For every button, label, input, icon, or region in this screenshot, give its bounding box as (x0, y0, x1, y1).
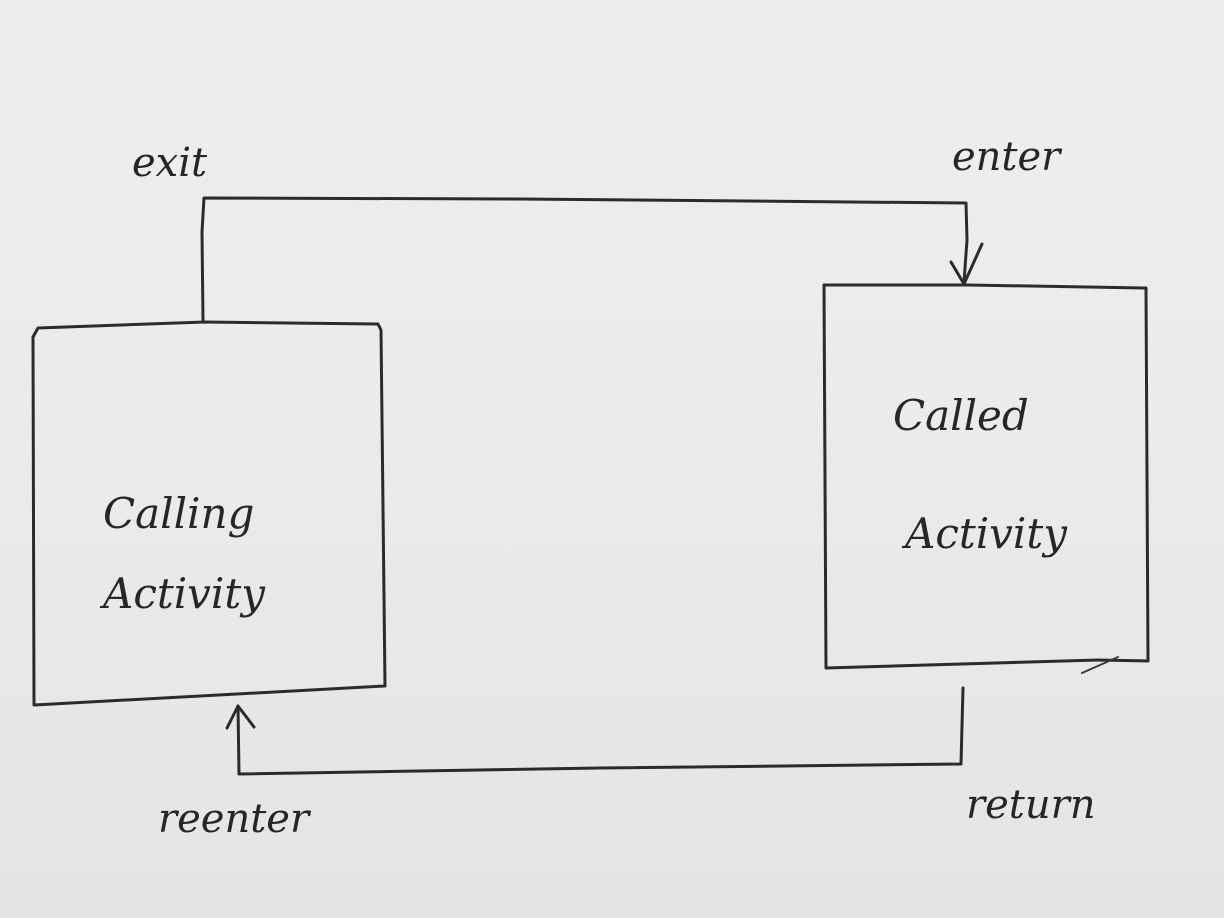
called-activity-node: Called Activity (822, 283, 1150, 674)
called-box-corner-flourish (1081, 656, 1119, 674)
edge-return-reenter: reenter return (158, 686, 1096, 842)
called-activity-label-line1: Called (893, 391, 1029, 440)
edge-exit-enter: exit enter (132, 134, 1063, 322)
calling-activity-label-line1: Calling (103, 489, 254, 538)
edge-exit-enter-arrowhead (949, 242, 984, 286)
exit-label: exit (132, 140, 208, 186)
called-activity-box (822, 283, 1150, 670)
enter-label: enter (952, 134, 1063, 180)
calling-activity-label-line2: Activity (99, 569, 266, 618)
called-activity-label-line2: Activity (901, 509, 1068, 558)
return-label: return (966, 782, 1096, 828)
reenter-label: reenter (158, 796, 312, 842)
calling-activity-box (31, 320, 387, 707)
edge-exit-enter-line (200, 196, 969, 322)
edge-return-reenter-line (236, 686, 965, 776)
edge-return-reenter-arrowhead (225, 704, 256, 730)
calling-activity-node: Calling Activity (31, 320, 387, 707)
